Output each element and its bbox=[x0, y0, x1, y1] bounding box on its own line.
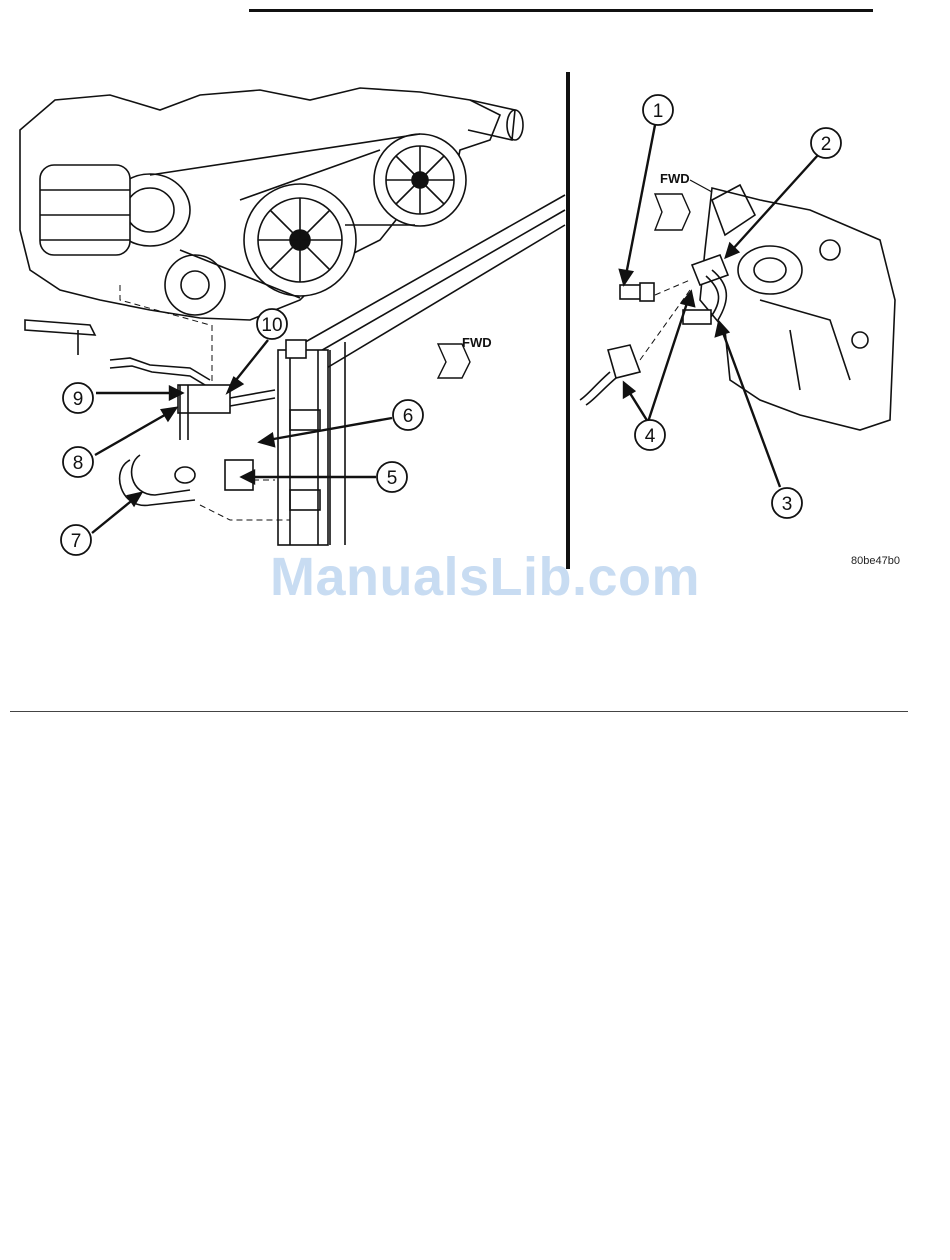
callout-3: 3 bbox=[772, 488, 802, 518]
fwd-label-right: FWD bbox=[660, 171, 690, 186]
svg-text:2: 2 bbox=[821, 134, 832, 155]
callout-1: 1 bbox=[643, 95, 673, 125]
callout-6: 6 bbox=[393, 400, 423, 430]
watermark: ManualsLib.com bbox=[270, 546, 700, 608]
callout-2: 2 bbox=[811, 128, 841, 158]
callout-7: 7 bbox=[61, 525, 91, 555]
svg-text:10: 10 bbox=[261, 315, 282, 336]
svg-text:4: 4 bbox=[645, 426, 656, 447]
fwd-arrow-icon bbox=[655, 180, 712, 230]
svg-text:6: 6 bbox=[403, 406, 414, 427]
figure-code: 80be47b0 bbox=[851, 555, 900, 567]
svg-text:8: 8 bbox=[73, 453, 84, 474]
panel-divider bbox=[566, 72, 570, 569]
svg-text:7: 7 bbox=[71, 531, 82, 552]
callout-5: 5 bbox=[377, 462, 407, 492]
fwd-label-left: FWD bbox=[462, 335, 492, 350]
svg-text:3: 3 bbox=[782, 494, 793, 515]
callout-9: 9 bbox=[63, 383, 93, 413]
callout-10: 10 bbox=[257, 309, 287, 339]
svg-text:9: 9 bbox=[73, 389, 84, 410]
callout-4: 4 bbox=[635, 420, 665, 450]
section-rule bbox=[10, 711, 908, 712]
svg-text:5: 5 bbox=[387, 468, 398, 489]
svg-text:1: 1 bbox=[653, 101, 664, 122]
callout-8: 8 bbox=[63, 447, 93, 477]
